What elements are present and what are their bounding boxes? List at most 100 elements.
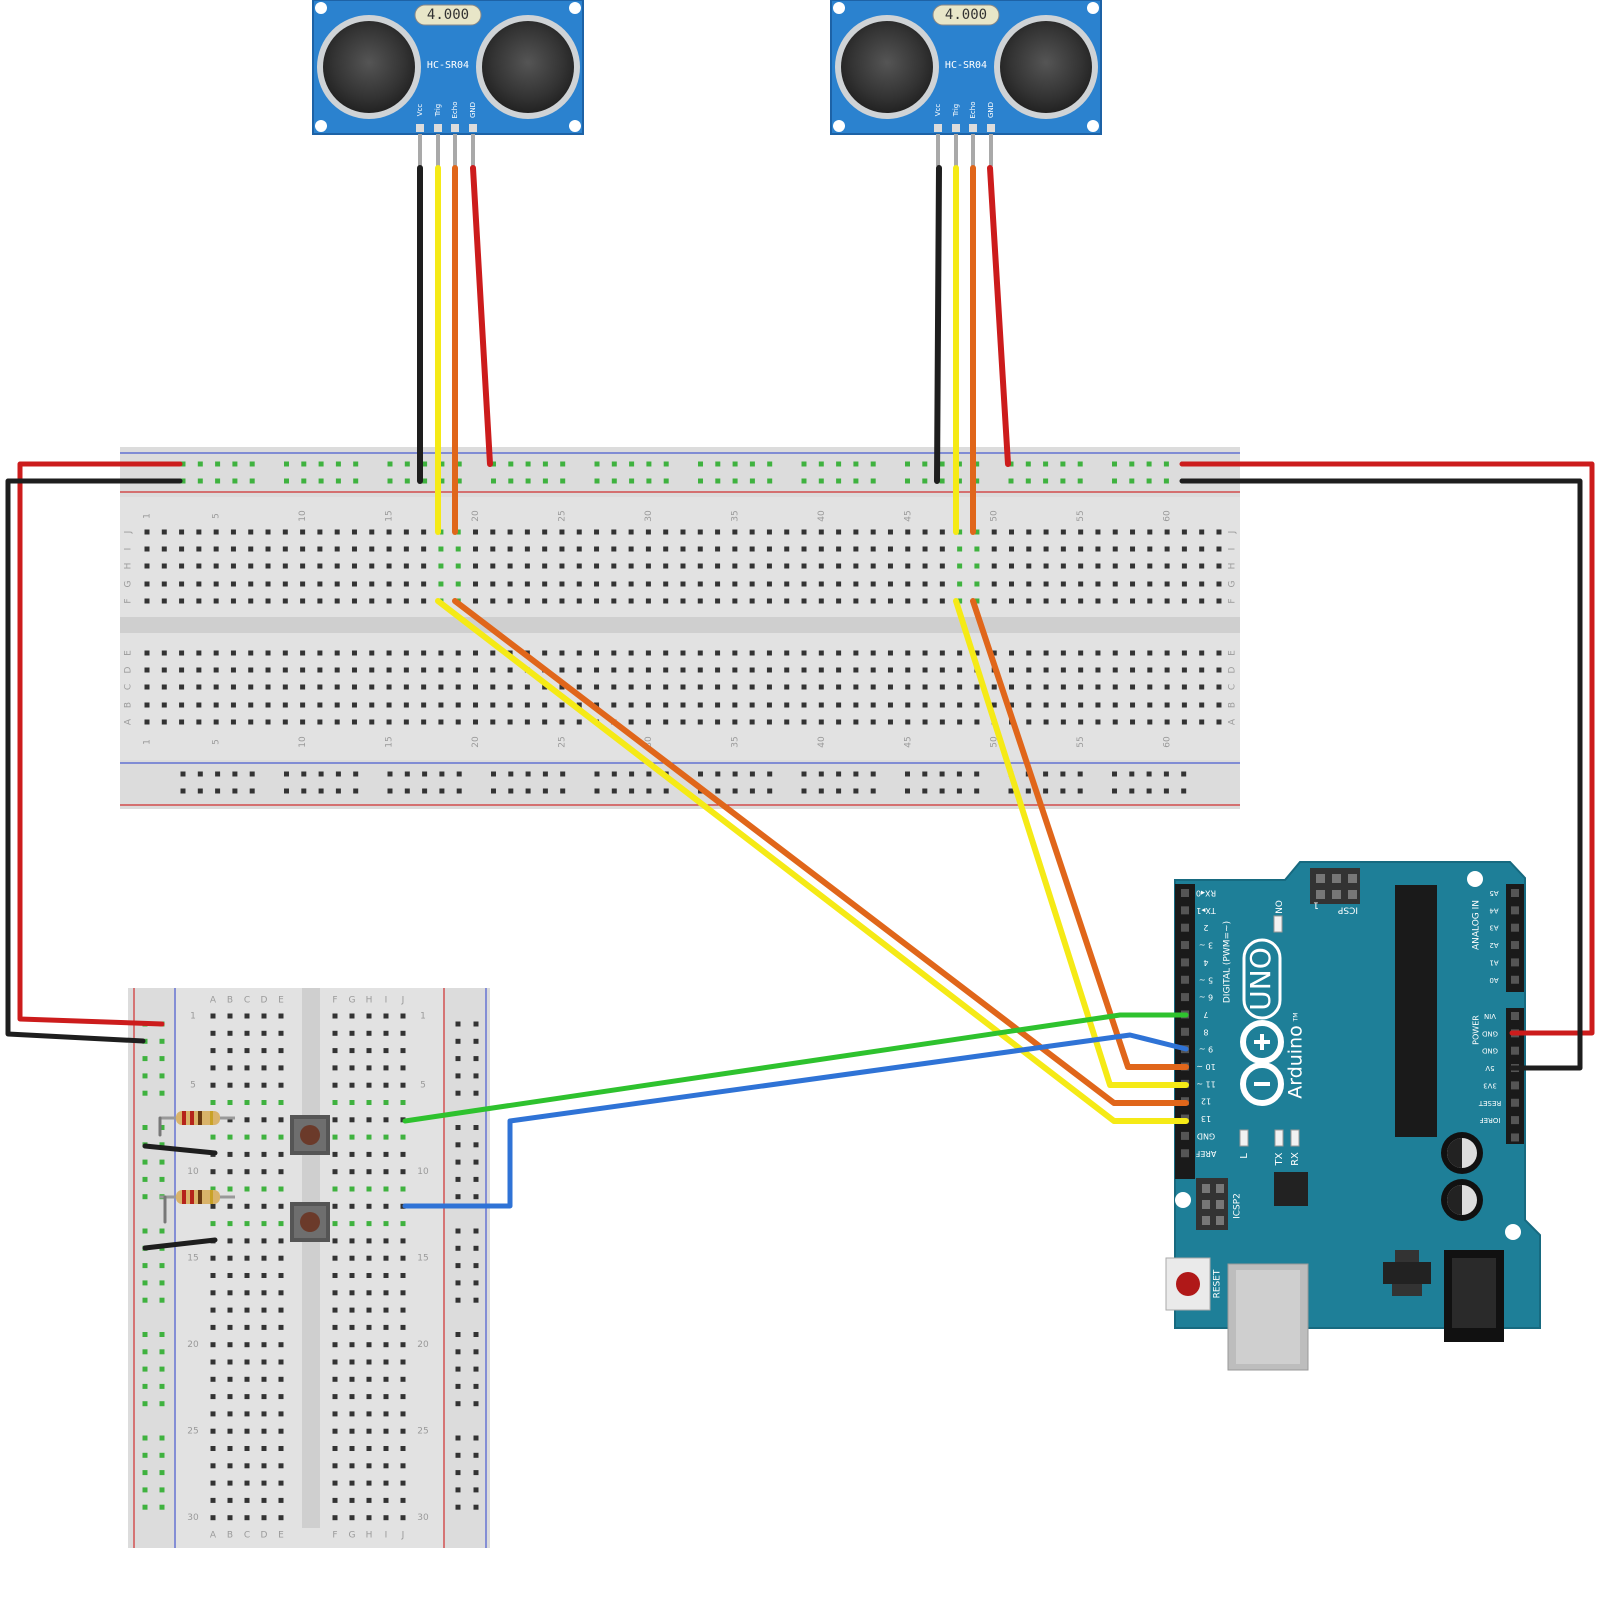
breadboard-hole[interactable] — [210, 1255, 216, 1261]
rail-hole[interactable] — [142, 1159, 148, 1165]
breadboard-hole[interactable] — [244, 1411, 250, 1417]
breadboard-hole[interactable] — [1060, 546, 1066, 552]
breadboard-hole[interactable] — [524, 529, 530, 535]
breadboard-hole[interactable] — [196, 598, 202, 604]
rail-hole[interactable] — [1112, 461, 1117, 467]
rail-hole[interactable] — [455, 1125, 461, 1130]
breadboard-hole[interactable] — [366, 1255, 372, 1261]
breadboard-hole[interactable] — [332, 1030, 338, 1036]
breadboard-hole[interactable] — [227, 1273, 233, 1278]
breadboard-hole[interactable] — [628, 546, 634, 552]
breadboard-hole[interactable] — [244, 1151, 250, 1157]
rail-hole[interactable] — [473, 1228, 479, 1234]
breadboard-hole[interactable] — [1147, 581, 1153, 587]
breadboard-hole[interactable] — [244, 1515, 250, 1521]
breadboard-hole[interactable] — [210, 1342, 216, 1348]
breadboard-hole[interactable] — [1009, 684, 1014, 690]
breadboard-hole[interactable] — [403, 719, 409, 725]
breadboard-hole[interactable] — [278, 1428, 284, 1434]
breadboard-hole[interactable] — [559, 581, 565, 587]
breadboard-hole[interactable] — [1130, 702, 1136, 708]
rail-hole[interactable] — [560, 461, 566, 467]
breadboard-hole[interactable] — [957, 598, 963, 604]
rail-hole[interactable] — [818, 788, 824, 794]
rail-hole[interactable] — [473, 1366, 479, 1372]
breadboard-hole[interactable] — [210, 1497, 216, 1503]
breadboard-hole[interactable] — [766, 529, 772, 535]
breadboard-hole[interactable] — [369, 719, 375, 725]
rail-hole[interactable] — [1129, 788, 1135, 794]
rail-hole[interactable] — [455, 1073, 461, 1079]
sensor-pin[interactable] — [969, 124, 977, 132]
breadboard-hole[interactable] — [400, 1013, 406, 1019]
breadboard-hole[interactable] — [383, 1203, 389, 1209]
rail-hole[interactable] — [922, 788, 928, 794]
breadboard-hole[interactable] — [278, 1273, 284, 1278]
rail-hole[interactable] — [767, 461, 773, 467]
breadboard-hole[interactable] — [559, 702, 565, 708]
breadboard-hole[interactable] — [278, 1203, 284, 1209]
breadboard-hole[interactable] — [332, 1342, 338, 1348]
rail-hole[interactable] — [473, 1487, 479, 1493]
breadboard-hole[interactable] — [576, 563, 582, 569]
breadboard-hole[interactable] — [366, 1497, 372, 1503]
rail-hole[interactable] — [455, 1366, 461, 1372]
breadboard-hole[interactable] — [645, 719, 651, 725]
breadboard-hole[interactable] — [369, 546, 375, 552]
breadboard-hole[interactable] — [524, 546, 530, 552]
digital-pin-socket[interactable] — [1181, 906, 1189, 915]
breadboard-hole[interactable] — [196, 684, 202, 690]
rail-hole[interactable] — [232, 788, 238, 794]
breadboard-hole[interactable] — [278, 1238, 284, 1244]
breadboard-hole[interactable] — [1199, 719, 1205, 725]
breadboard-hole[interactable] — [1043, 719, 1049, 725]
rail-hole[interactable] — [455, 1435, 461, 1441]
analog-pin-socket[interactable] — [1511, 958, 1519, 967]
breadboard-hole[interactable] — [332, 1203, 338, 1209]
breadboard-hole[interactable] — [349, 1238, 355, 1244]
rail-hole[interactable] — [905, 771, 910, 777]
breadboard-hole[interactable] — [818, 546, 824, 552]
breadboard-hole[interactable] — [230, 581, 236, 587]
rail-hole[interactable] — [473, 1245, 479, 1251]
breadboard-hole[interactable] — [144, 684, 150, 690]
breadboard-hole[interactable] — [576, 546, 582, 552]
breadboard-hole[interactable] — [1147, 719, 1153, 725]
breadboard-hole[interactable] — [351, 719, 357, 725]
breadboard-hole[interactable] — [939, 719, 945, 725]
breadboard-hole[interactable] — [349, 1463, 355, 1469]
breadboard-hole[interactable] — [334, 667, 340, 673]
breadboard-hole[interactable] — [317, 667, 323, 673]
breadboard-hole[interactable] — [576, 581, 582, 587]
breadboard-hole[interactable] — [438, 563, 444, 569]
breadboard-hole[interactable] — [179, 598, 185, 604]
breadboard-hole[interactable] — [1181, 702, 1187, 708]
breadboard-hole[interactable] — [1009, 546, 1014, 552]
rail-hole[interactable] — [159, 1073, 165, 1079]
breadboard-hole[interactable] — [213, 702, 219, 708]
rail-hole[interactable] — [455, 1021, 461, 1027]
breadboard-hole[interactable] — [332, 1117, 338, 1123]
breadboard-hole[interactable] — [144, 546, 150, 552]
breadboard-hole[interactable] — [179, 563, 185, 569]
breadboard-hole[interactable] — [887, 546, 893, 552]
rail-hole[interactable] — [525, 788, 531, 794]
rail-hole[interactable] — [629, 771, 635, 777]
breadboard-hole[interactable] — [383, 1238, 389, 1244]
breadboard-hole[interactable] — [524, 581, 530, 587]
breadboard-hole[interactable] — [611, 650, 617, 656]
breadboard-hole[interactable] — [542, 529, 548, 535]
breadboard-hole[interactable] — [1147, 702, 1153, 708]
breadboard-hole[interactable] — [1095, 702, 1101, 708]
breadboard-hole[interactable] — [715, 684, 721, 690]
rail-hole[interactable] — [594, 478, 600, 484]
breadboard-hole[interactable] — [766, 702, 772, 708]
breadboard-hole[interactable] — [1078, 546, 1084, 552]
digital-pin-socket[interactable] — [1181, 1027, 1189, 1036]
breadboard-hole[interactable] — [210, 1290, 216, 1296]
breadboard-hole[interactable] — [974, 684, 980, 690]
breadboard-hole[interactable] — [542, 719, 548, 725]
rail-hole[interactable] — [142, 1504, 148, 1510]
breadboard-hole[interactable] — [1009, 667, 1014, 673]
breadboard-hole[interactable] — [179, 581, 185, 587]
